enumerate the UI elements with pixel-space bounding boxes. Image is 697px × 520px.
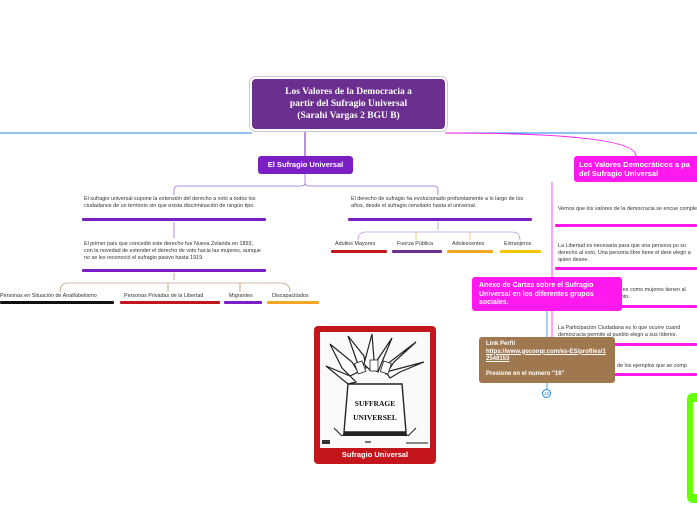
- left-text-2[interactable]: El primer país que concedió este derecho…: [84, 241, 261, 261]
- left-text-1[interactable]: El sufragio universal supone la extensió…: [84, 196, 256, 209]
- right-text-3[interactable]: bres como mujeres tienen al voto.: [618, 287, 686, 300]
- group-discapacitados[interactable]: Discapacitados: [272, 293, 309, 299]
- profile-link[interactable]: https://www.goconqr.com/es-ES/profiles/1…: [486, 348, 606, 363]
- group-fuerza-underline: [392, 250, 442, 253]
- group-discapacitados-underline: [267, 301, 319, 304]
- poster-text-2: UNIVERSEL: [353, 413, 397, 422]
- right-text-4-underline: [555, 343, 697, 346]
- right-text-2[interactable]: La Libertad es necesaria para que una pe…: [558, 243, 691, 263]
- right-text-2-underline: [555, 267, 697, 270]
- image-card[interactable]: SUFFRAGE UNIVERSEL Sufragio Universal: [314, 326, 436, 464]
- group-fuerza-publica[interactable]: Fuerza Pública: [397, 241, 433, 247]
- left-text-1-underline: [82, 218, 266, 221]
- right-text-3-underline: [555, 305, 697, 308]
- group-adolescentes-underline: [447, 250, 493, 253]
- group-adolescentes[interactable]: Adolescentes: [452, 241, 485, 247]
- right-text-1[interactable]: Vemos que los valores de la democracia s…: [558, 206, 697, 212]
- root-title-line2: partir del Sufragio Universal: [289, 99, 408, 109]
- link-profile-box[interactable]: Link Perfil https://www.goconqr.com/es-E…: [479, 337, 615, 383]
- ballot-illustration: SUFFRAGE UNIVERSEL: [322, 333, 428, 444]
- group-extranjeros-underline: [500, 250, 541, 253]
- group-analfabetismo-underline: [0, 301, 114, 304]
- topic-line2: del Sufragio Universal: [579, 169, 659, 178]
- counter-badge[interactable]: 16: [542, 389, 551, 398]
- poster-image: SUFFRAGE UNIVERSEL: [320, 332, 430, 448]
- group-extranjeros[interactable]: Extranjeros: [504, 241, 532, 247]
- root-title-line1: Los Valores de la Democracia a: [285, 87, 412, 97]
- topic-label: El Sufragio Universal: [267, 160, 344, 169]
- right-text-4[interactable]: La Participación Ciudadana es lo que ocu…: [558, 325, 681, 338]
- topic-line1: Los Valores Democráticos a pa: [579, 160, 690, 169]
- partial-green-node-inner: [693, 402, 697, 494]
- group-privadas-underline: [120, 301, 220, 304]
- anexo-label: Anexo de Cartas sobre el Sufragio Univer…: [479, 282, 594, 306]
- left-text-2-underline: [82, 269, 266, 272]
- partial-green-node[interactable]: [687, 393, 697, 503]
- group-analfabetismo[interactable]: Personas en Situación de Analfabetismo: [0, 293, 97, 299]
- mid-text-underline: [348, 218, 532, 221]
- group-migrantes-underline: [224, 301, 262, 304]
- group-adultos-mayores[interactable]: Adultos Mayores: [335, 241, 376, 247]
- topic-valores-democraticos[interactable]: Los Valores Democráticos a pa del Sufrag…: [574, 156, 697, 182]
- right-text-5[interactable]: de los ejemplos que se comp: [617, 363, 687, 369]
- image-caption: Sufragio Universal: [341, 450, 409, 459]
- group-adultos-underline: [331, 250, 387, 253]
- topic-anexo-cartas[interactable]: Anexo de Cartas sobre el Sufragio Univer…: [472, 277, 622, 311]
- root-topic[interactable]: Los Valores de la Democracia a partir de…: [252, 79, 445, 129]
- group-privadas-libertad[interactable]: Personas Privadas de la Libertad: [124, 293, 204, 299]
- mid-text[interactable]: El derecho de sufragio ha evolucionado p…: [351, 196, 524, 209]
- poster-text-1: SUFFRAGE: [355, 399, 395, 408]
- right-text-5-underline: [555, 373, 697, 376]
- group-migrantes[interactable]: Migrantes: [229, 293, 253, 299]
- link-title: Link Perfil: [486, 341, 516, 347]
- topic-sufragio-universal[interactable]: El Sufragio Universal: [258, 156, 353, 174]
- link-note: Presione en el numero "16": [486, 370, 565, 377]
- right-text-1-underline: [555, 224, 697, 227]
- root-title-line3: (Sarahi Vargas 2 BGU B): [297, 111, 400, 121]
